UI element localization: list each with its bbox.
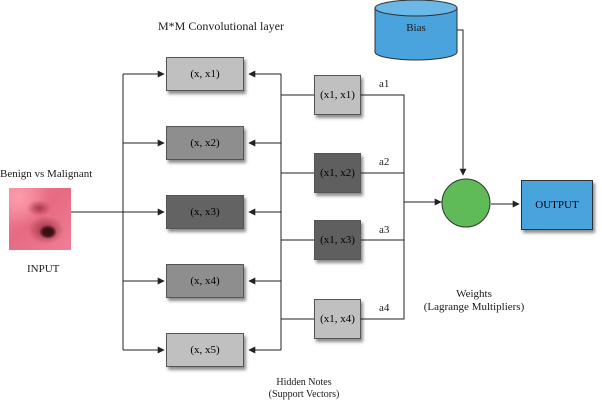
conv-node-1: (x, x1) [166, 57, 244, 91]
conv-node-label: (x, x3) [190, 206, 220, 218]
hidden-node-label: (x1, x2) [320, 167, 355, 179]
bias-cylinder [374, 0, 458, 61]
conv-node-label: (x, x5) [190, 344, 220, 356]
bias-arrow [457, 29, 467, 176]
weight-label-a4: a4 [379, 302, 390, 314]
weights-caption-line1: Weights [456, 288, 492, 300]
hidden-node-1: (x1, x1) [314, 75, 361, 115]
hidden-caption-line1: Hidden Notes [276, 377, 332, 388]
output-node: OUTPUT [521, 180, 593, 230]
hidden-node-label: (x1, x4) [320, 313, 355, 325]
weight-label-a2: a2 [379, 156, 390, 168]
hidden-caption-line2: (Support Vectors) [268, 389, 340, 400]
weight-label-a1: a1 [379, 78, 390, 90]
hidden-node-4: (x1, x4) [314, 299, 361, 339]
weights-caption-line2: (Lagrange Multipliers) [423, 301, 525, 313]
weight-line-a2 [361, 172, 405, 202]
hidden-node-2: (x1, x2) [314, 153, 361, 193]
conv-node-label: (x, x1) [190, 68, 220, 80]
weight-label-a3: a3 [379, 224, 390, 236]
weight-line-a4 [361, 202, 405, 320]
conv-node-2: (x, x2) [166, 126, 244, 160]
hidden-node-label: (x1, x1) [320, 89, 355, 101]
conv-node-4: (x, x4) [166, 264, 244, 298]
hidden-node-label: (x1, x3) [320, 234, 355, 246]
hidden-node-3: (x1, x3) [314, 220, 361, 260]
conv-node-label: (x, x2) [190, 137, 220, 149]
lesion-image [9, 188, 71, 250]
diagram-title: M*M Convolutional layer [158, 19, 284, 33]
output-label: OUTPUT [535, 199, 579, 211]
conv-node-5: (x, x5) [166, 333, 244, 367]
conv-node-3: (x, x3) [166, 195, 244, 229]
input-heading: Benign vs Malignant [0, 168, 93, 180]
conv-node-label: (x, x4) [190, 275, 220, 287]
weight-line-a1 [361, 94, 442, 203]
bias-label: Bias [406, 22, 426, 34]
input-label: INPUT [27, 263, 60, 275]
combiner-node [441, 178, 491, 228]
